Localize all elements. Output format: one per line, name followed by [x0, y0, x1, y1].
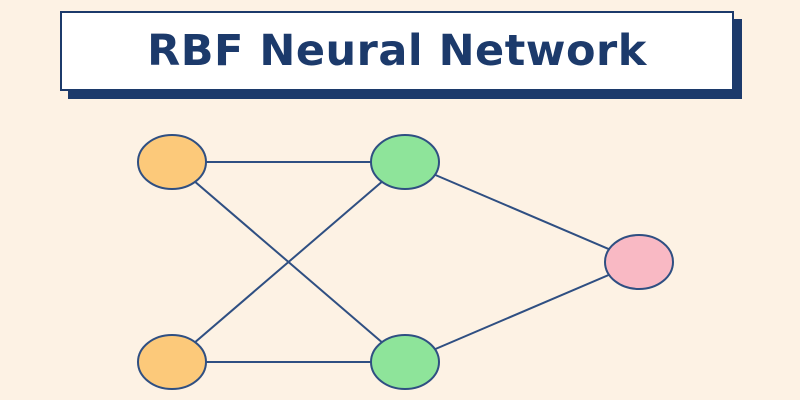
- edge-input-2-to-hidden-1: [171, 161, 406, 363]
- hidden-2-node: [370, 334, 440, 390]
- output-1-node: [604, 234, 674, 290]
- edge-hidden-2-to-output-1: [404, 261, 640, 363]
- input-1-node: [137, 134, 207, 190]
- hidden-1-node: [370, 134, 440, 190]
- nodes-layer: [137, 134, 674, 390]
- edge-hidden-1-to-output-1: [404, 161, 640, 263]
- input-2-node: [137, 334, 207, 390]
- edges-layer: [171, 161, 640, 363]
- title-box: RBF Neural Network: [60, 11, 734, 91]
- page-title: RBF Neural Network: [147, 26, 647, 76]
